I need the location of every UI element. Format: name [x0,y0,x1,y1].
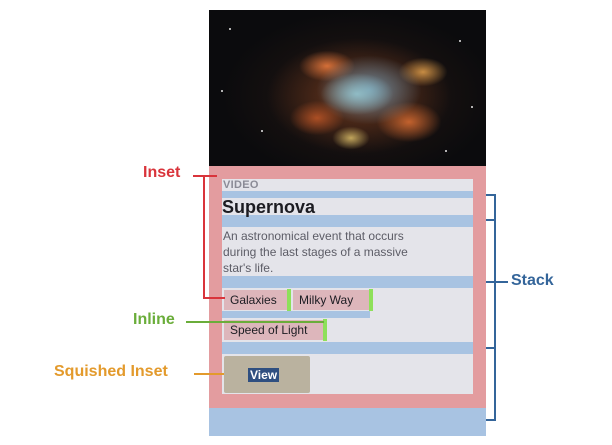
tag-speed-of-light[interactable]: Speed of Light [224,320,323,340]
card-description: An astronomical event that occurs during… [223,228,408,276]
inset-pointer-line [193,175,217,177]
card-eyebrow: VIDEO [223,179,259,191]
stack-tick-5 [486,419,496,421]
squished-inset-pointer-line [194,373,224,375]
stack-spacer-1 [222,191,473,198]
view-button-label: View [248,368,280,382]
description-line: star's life. [223,261,274,275]
description-line: during the last stages of a massive [223,245,408,259]
inline-spacer-1 [287,289,291,311]
stack-tick-1 [486,194,496,196]
tag-galaxies[interactable]: Galaxies [224,290,287,310]
card-title: Supernova [222,197,316,217]
stack-spacer-4 [222,342,473,354]
inset-bracket-bottom [203,297,225,299]
stack-spacer-2 [222,215,473,227]
inset-label: Inset [143,164,181,181]
tag-milky-way[interactable]: Milky Way [293,290,369,310]
squished-inset-label: Squished Inset [54,363,168,380]
stack-pointer-line [496,281,508,283]
stack-spacer-3 [222,276,473,288]
inline-spacer-2 [369,289,373,311]
stack-bracket [494,194,496,420]
supernova-image [209,10,486,166]
inline-pointer-line [186,321,324,323]
stack-spacer-tags [222,311,370,318]
stack-tick-3 [486,281,496,283]
stack-tick-2 [486,219,496,221]
inline-label: Inline [133,311,175,328]
stack-label: Stack [511,272,554,289]
inset-bracket [203,175,205,299]
inline-spacer-3 [323,319,327,341]
description-line: An astronomical event that occurs [223,229,404,243]
stack-tick-4 [486,347,496,349]
